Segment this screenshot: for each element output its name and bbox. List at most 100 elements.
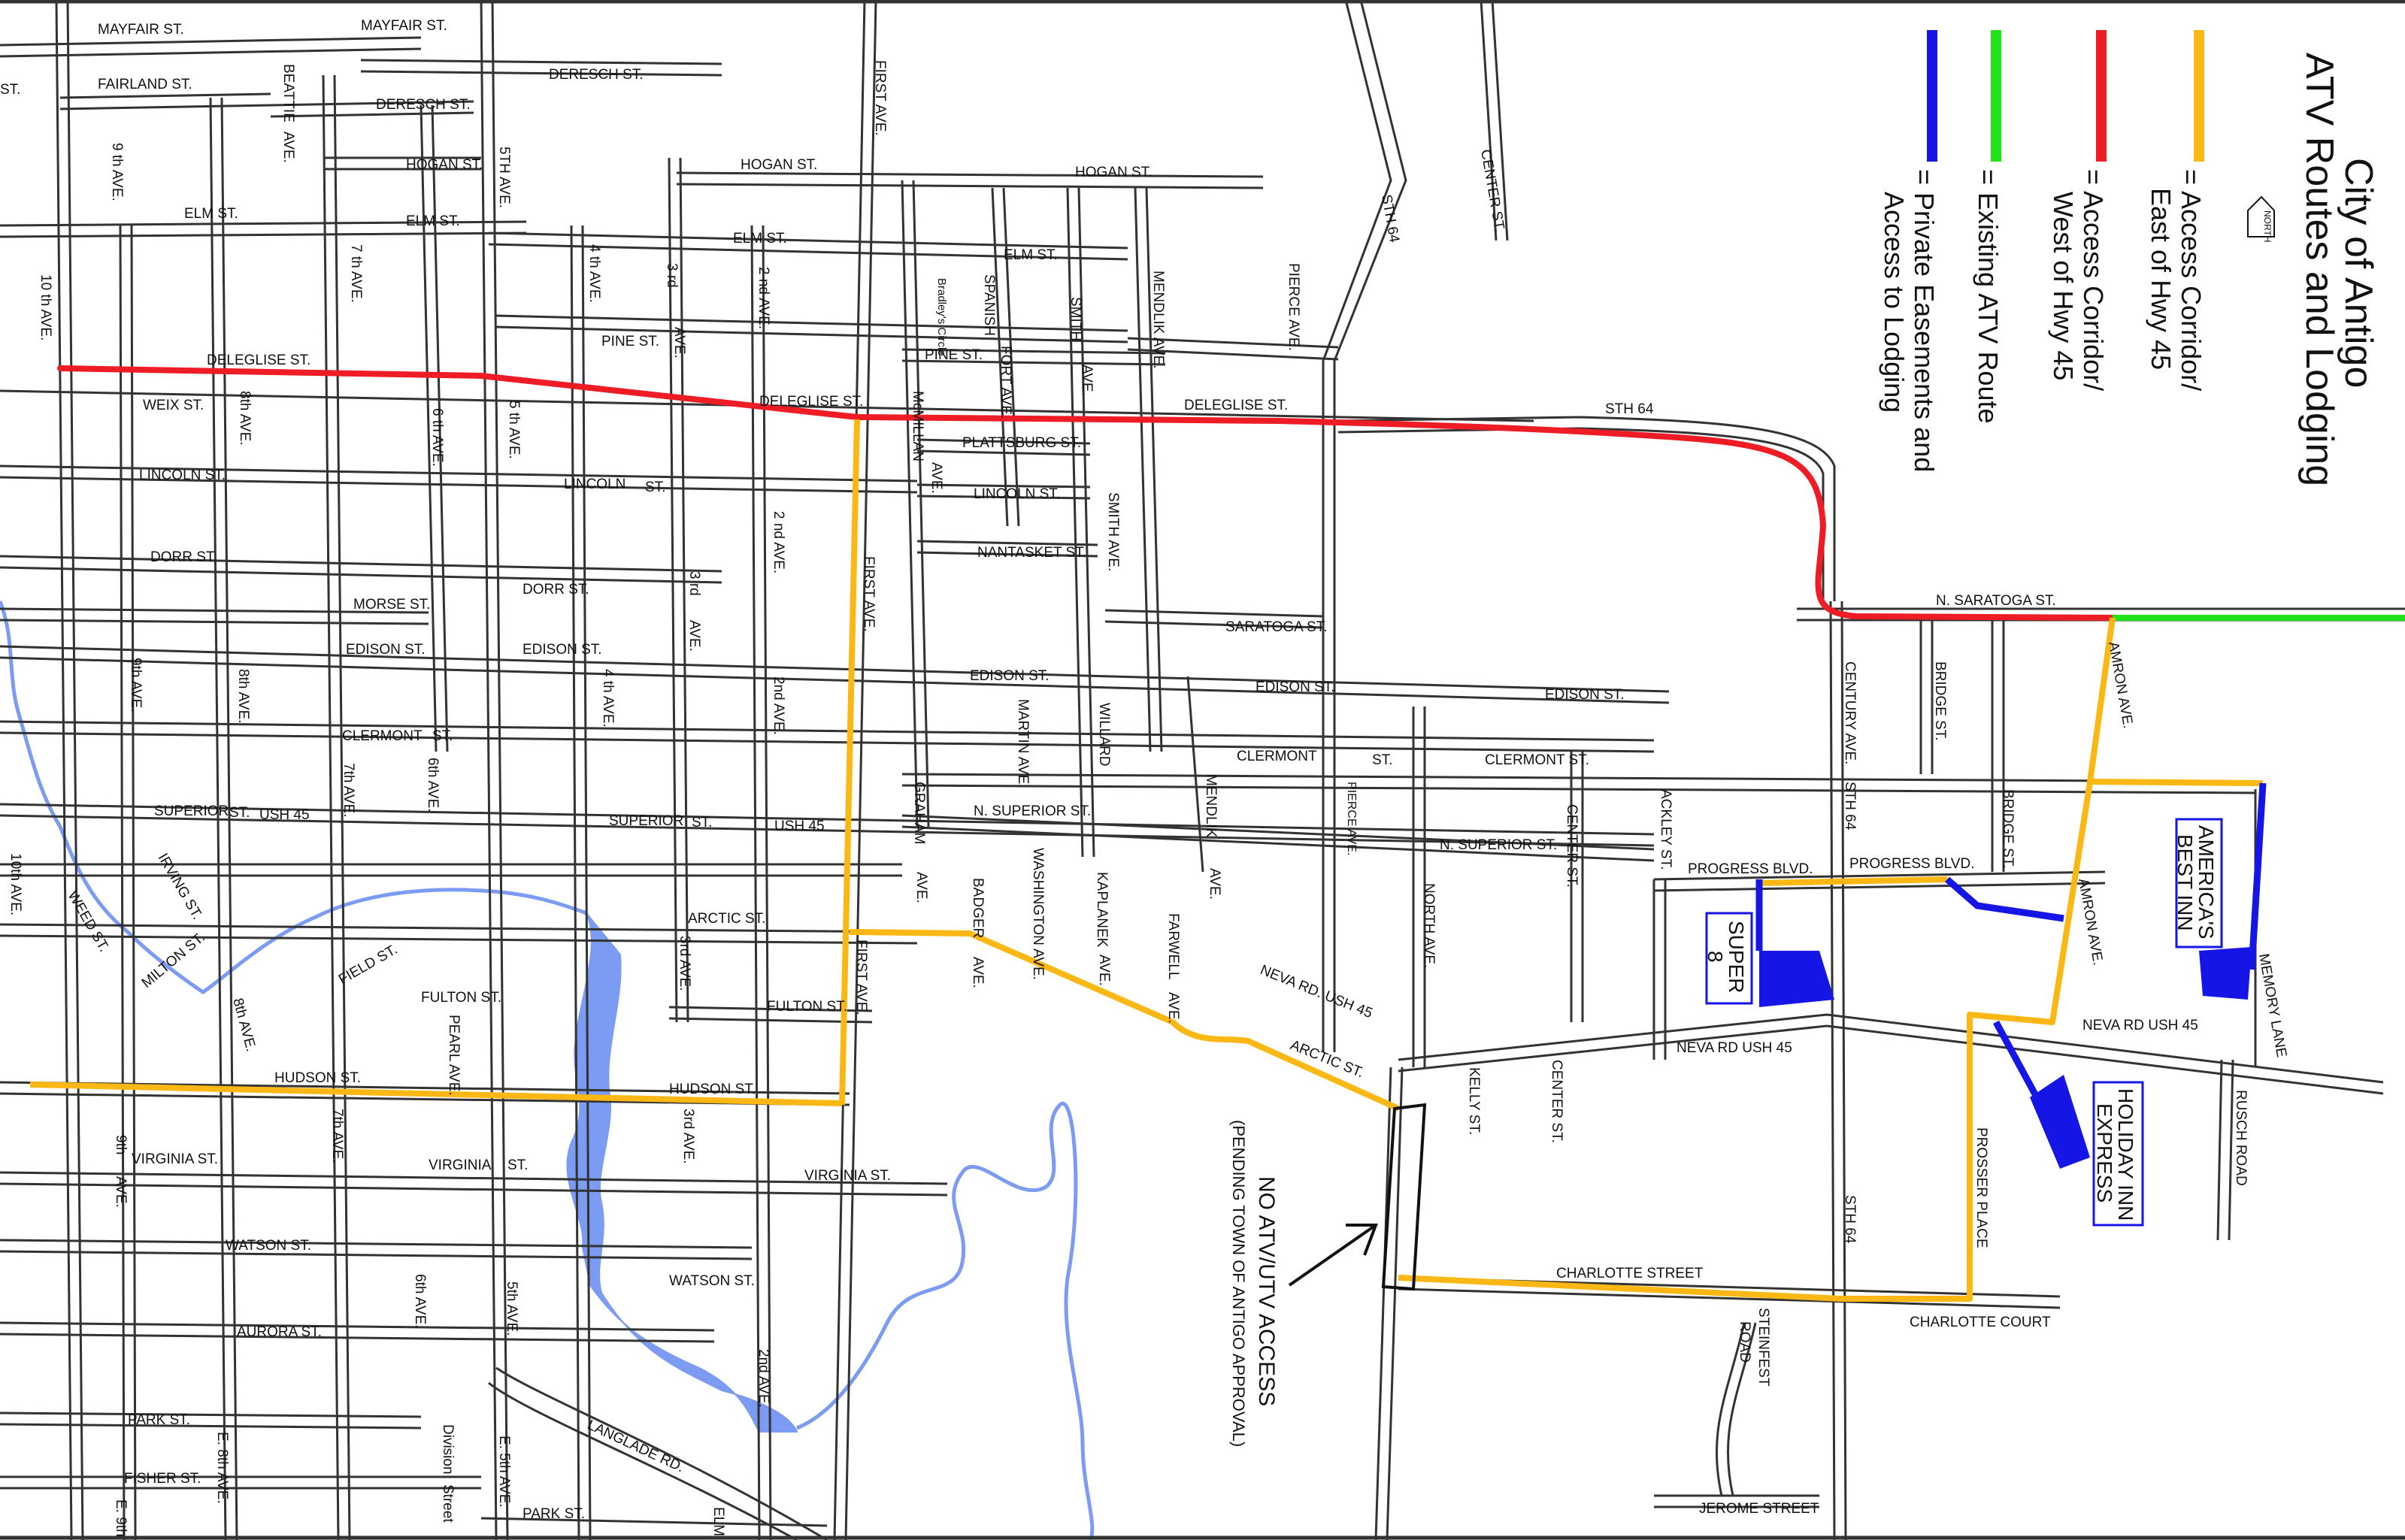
label-aurora: AURORA ST. [237,1324,322,1340]
label-washington: WASHINGTON AVE. [1030,848,1046,980]
label-n-superior-2: N. SUPERIOR ST. [1440,837,1557,853]
label-langlade: LANGLADE RD. [585,1417,686,1475]
label-hogan-1: HOGAN ST. [406,157,483,173]
label-park-1: PARK ST. [128,1412,190,1428]
label-virginia-2: VIRGINIA [429,1157,492,1173]
super8-box[interactable] [1705,912,1753,1005]
route-west-corridor [57,365,2116,621]
label-elm-3: ELM ST. [733,231,787,247]
label-center-3: CENTER ST. [1549,1060,1564,1143]
legend-private-1: = Private Easements and [1909,169,1940,472]
label-ave-3: AVE. [671,327,687,359]
label-tenth-ave-2: 10th AVE. [8,853,23,915]
label-virginia-st: ST. [507,1157,528,1173]
label-e-fifth: E. 5th AVE. [496,1436,512,1508]
label-fisher: FISHER ST. [124,1471,201,1487]
americas-best-box[interactable] [2175,818,2223,949]
label-deleglise-3: DELEGLISE ST. [1184,398,1288,413]
label-hudson-2: HUDSON ST. [669,1082,756,1097]
label-steinfest: STEINFEST [1755,1308,1771,1387]
label-eighth-ave: 8th AVE. [237,391,253,446]
label-deresch-1: DERESCH ST. [549,67,644,83]
label-lincoln-1: LINCOLN ST. [139,467,226,483]
no-access-zone [1288,1103,1427,1291]
label-fourth-ave: 4 th AVE. [586,244,602,303]
label-fifth-ave: 5TH AVE. [496,147,512,208]
title-block: City of Antigo ATV Routes and Lodging NO… [2247,53,2380,486]
title-line1: City of Antigo [2337,158,2380,388]
label-division: Division [440,1424,456,1475]
label-fifth-ave-2: 5 th AVE. [506,401,522,459]
label-ave-b: AVE. [280,132,296,163]
legend-existing-1: = Existing ATV Route [1973,169,2004,424]
label-deresch-2: DERESCH ST. [376,97,471,113]
label-bridge-1: BRIDGE ST. [1932,661,1948,741]
label-superior-st2: ST. [692,815,712,831]
label-seventh-ave-2: 7th AVE. [341,763,356,818]
note-line1: NO ATV/UTV ACCESS [1254,1176,1279,1406]
label-rusch: RUSCH ROAD [2233,1090,2249,1186]
label-center-s: CENTER ST. [1564,804,1580,888]
label-badger: BADGER [970,878,986,938]
label-mayfair-1: MAYFAIR ST. [98,22,184,38]
label-edison-1: EDISON ST. [346,642,426,658]
label-dorr-1: DORR ST. [150,549,217,565]
label-ninth-ave: 9 th AVE. [109,143,125,201]
label-n-superior-1: N. SUPERIOR ST. [974,803,1091,819]
label-weix: WEIX ST. [143,398,204,413]
label-weed: WEED ST. [65,888,112,955]
label-elm-4: ELM ST. [1004,247,1058,263]
label-charlotte-st: CHARLOTTE STREET [1556,1266,1704,1281]
label-second-ave-3: 2nd AVE. [771,676,786,735]
route-east-corridor [29,419,2264,1302]
label-martin: MARTIN AVE. [1015,699,1031,788]
label-second-ave-4: 2nd AVE. [756,1349,771,1408]
label-mendlik-n: MENDLIK AVE. [1150,271,1166,369]
label-sixth-ave: 6 th AVE. [429,408,445,467]
label-smith-ave: SMITH AVE. [1105,492,1121,571]
label-sth64-s2: STH 64 [1842,1195,1858,1244]
label-mcmillan: McMILLAN [910,391,925,461]
river-lines [0,601,1095,1540]
label-lincoln-st: ST. [645,480,665,495]
north-arrow-icon: NORTH [2247,195,2275,242]
label-morse: MORSE ST. [353,597,430,613]
label-watson-2: WATSON ST. [669,1273,755,1289]
label-pierce-n: PIERCE AVE. [1286,263,1301,351]
super8-line1: SUPER [1725,921,1748,993]
label-eighth-ave-3: 8th AVE. [229,997,259,1053]
water-features [566,912,798,1433]
label-lincoln-2: LINCOLN [564,477,625,492]
label-clermont-st2: ST. [1372,752,1392,768]
legend-west-1: = Access Corridor/ [2078,169,2109,391]
label-ave-g: AVE. [913,872,929,903]
label-street-d: Street [440,1484,456,1523]
street-labels: MAYFAIR ST. MAYFAIR ST. ST. FAIRLAND ST.… [0,18,2289,1537]
label-clermont-1: CLERMONT [342,728,423,744]
label-hogan-3: HOGAN ST. [1075,165,1152,180]
label-ave-bd: AVE. [970,957,986,988]
label-clermont-st: ST. [432,728,453,744]
lodging-parcels [1759,947,2252,1169]
label-kaplanek: KAPLANEK [1094,872,1110,948]
holiday-inn-box[interactable] [2092,1081,2144,1227]
legend-east-2: East of Hwy 45 [2146,188,2176,370]
label-edison-3: EDISON ST. [970,668,1050,684]
label-kelly: KELLY ST. [1466,1067,1482,1135]
label-century: CENTURY AVE. [1842,661,1858,764]
label-park-2: PARK ST. [522,1506,585,1522]
label-superior-st: ST. [229,805,250,821]
label-seventh-ave: 7 th AVE. [348,244,364,303]
label-sixth-ave-3: 6th AVE. [412,1274,428,1329]
label-farwell: FARWELL [1165,913,1181,979]
label-eighth-ave-2: 8th AVE. [235,669,251,724]
label-deleglise-1: DELEGLISE ST. [207,352,310,368]
legend: = Access Corridor/ East of Hwy 45 = Acce… [1879,30,2207,472]
label-superior-1: SUPERIOR [154,803,229,819]
label-irving: IRVING ST. [155,851,205,922]
americas-best-line2: BEST INN [2173,834,2197,931]
label-tenth-ave: 10 th AVE. [38,274,53,340]
label-neva-3: NEVA RD USH 45 [2082,1018,2198,1033]
